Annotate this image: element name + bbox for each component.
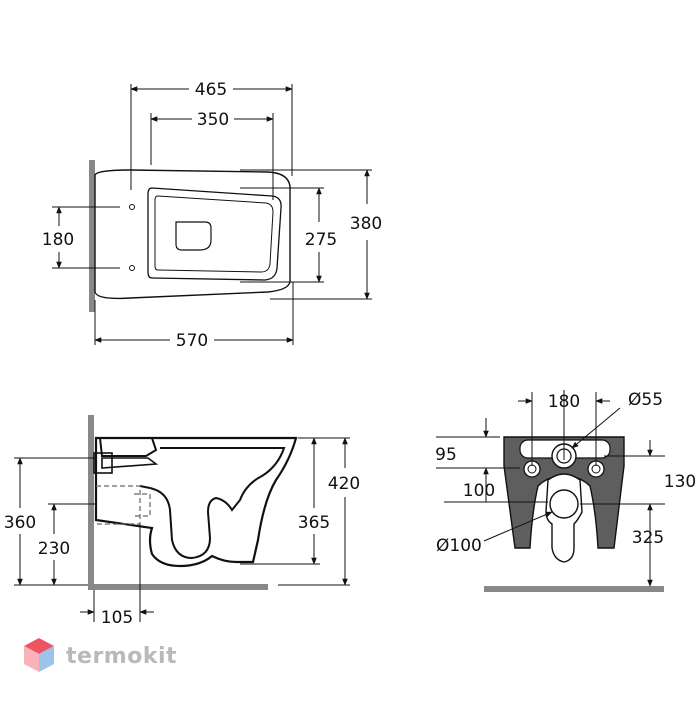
dim-100: 100: [463, 481, 495, 501]
dim-465: 465: [195, 80, 227, 100]
dim-275: 275: [305, 230, 337, 250]
dim-325: 325: [632, 528, 664, 548]
side-bowl-inner: [139, 447, 286, 560]
top-bowl-inner-2: [154, 195, 274, 273]
top-mount-hole-1: [129, 204, 135, 210]
dim-180-rear: 180: [548, 392, 580, 412]
top-outlet: [175, 221, 212, 251]
brand-logo: termokit: [22, 636, 177, 676]
dim-570: 570: [176, 331, 208, 351]
dim-380: 380: [350, 214, 382, 234]
side-floor: [88, 584, 268, 590]
dim-180-top: 180: [42, 230, 74, 250]
top-mount-hole-2: [129, 265, 135, 271]
dim-420: 420: [328, 474, 360, 494]
rear-view: 180 Ø55 95 100 130 325 Ø100: [435, 390, 696, 592]
brand-name: termokit: [66, 643, 178, 669]
dim-365: 365: [298, 513, 330, 533]
logo-cube-icon: [24, 638, 54, 672]
side-pipe: [96, 485, 141, 525]
dim-230: 230: [38, 539, 70, 559]
side-bowl-outline: [94, 436, 298, 568]
side-seat: [101, 457, 159, 469]
side-wall: [88, 415, 94, 587]
dim-350: 350: [197, 110, 229, 130]
dim-360: 360: [4, 513, 36, 533]
top-bowl-inner: [147, 187, 282, 281]
dim-diameter-55: Ø55: [628, 390, 663, 410]
dim-130: 130: [664, 472, 696, 492]
top-wall: [89, 160, 95, 312]
top-view: 465 350 380 275 180 570: [42, 80, 382, 351]
dim-diameter-100: Ø100: [436, 536, 482, 556]
side-inlet: [93, 452, 113, 474]
rear-floor: [484, 586, 664, 592]
dim-95: 95: [435, 445, 457, 465]
dim-105: 105: [101, 608, 133, 628]
side-view: 420 365 360 230 105: [4, 415, 360, 628]
